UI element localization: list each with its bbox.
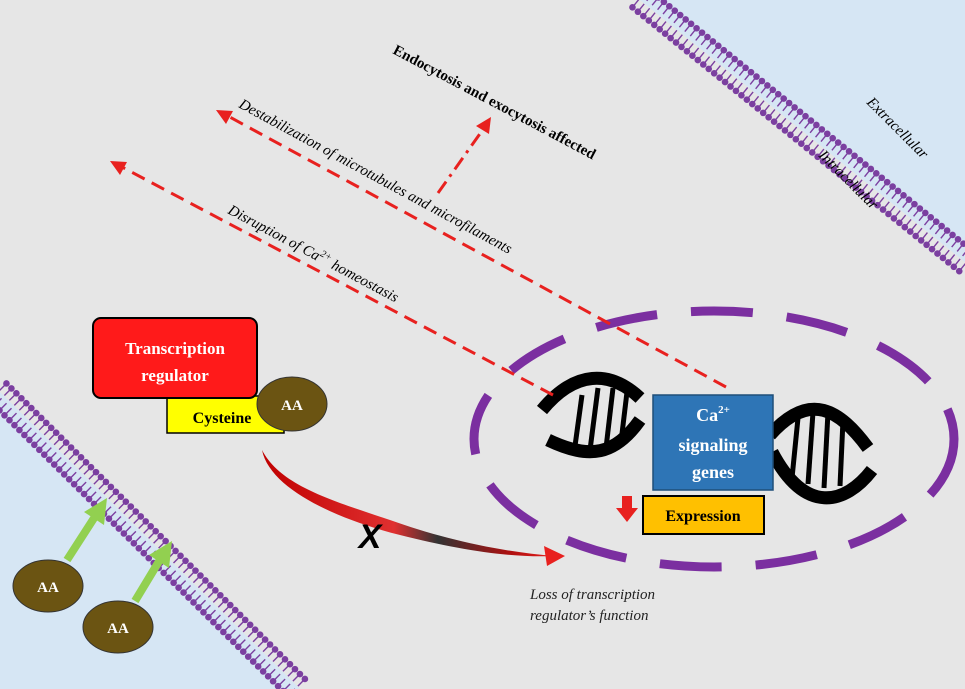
amino-acid-free-1-label: AA <box>37 580 59 596</box>
transcription-label-line2: regulator <box>141 366 209 385</box>
extracellular-region-bottom-left <box>0 392 300 689</box>
amino-acid-free-2-label: AA <box>107 621 129 637</box>
expression-label: Expression <box>665 508 740 525</box>
extracellular-region-top-right <box>640 0 965 262</box>
ca-signaling-genes-box <box>652 394 774 491</box>
dashed-arrow-disruption <box>110 161 554 397</box>
amino-acid-bound <box>256 376 328 432</box>
uptake-arrow-1 <box>63 498 107 563</box>
blocked-regulation-arrow <box>262 450 555 557</box>
downregulation-arrow <box>616 496 638 522</box>
amino-acid-free-1 <box>12 559 84 613</box>
loss-label-line2: regulator’s function <box>530 608 648 624</box>
transcription-regulator-box <box>92 317 258 399</box>
ca-gene-label: Ca2+ <box>696 404 730 425</box>
uptake-arrow-2 <box>131 541 172 604</box>
transcription-label-line1: Transcription <box>125 339 225 358</box>
dna-helix <box>536 371 878 505</box>
dashed-arrow-destabilization <box>216 110 727 389</box>
cell-membrane-bottom <box>0 380 309 689</box>
loss-label-line1: Loss of transcription <box>529 587 655 603</box>
nucleus-envelope <box>469 306 959 572</box>
dashed-arrow-endocytosis <box>436 117 491 194</box>
genes-label: genes <box>692 462 734 482</box>
signaling-label: signaling <box>678 435 747 455</box>
blocked-mark: X <box>357 518 384 556</box>
blocked-regulation-arrowhead <box>544 546 565 566</box>
expression-box <box>642 495 765 535</box>
cell-membrane-top <box>629 0 965 275</box>
endocytosis-label: Endocytosis and exocytosis affected <box>390 42 599 163</box>
amino-acid-free-2 <box>82 600 154 654</box>
cysteine-label: Cysteine <box>193 410 252 427</box>
disruption-label: Disruption of Ca2+ homeostasis <box>224 200 402 306</box>
amino-acid-bound-label: AA <box>281 398 303 414</box>
